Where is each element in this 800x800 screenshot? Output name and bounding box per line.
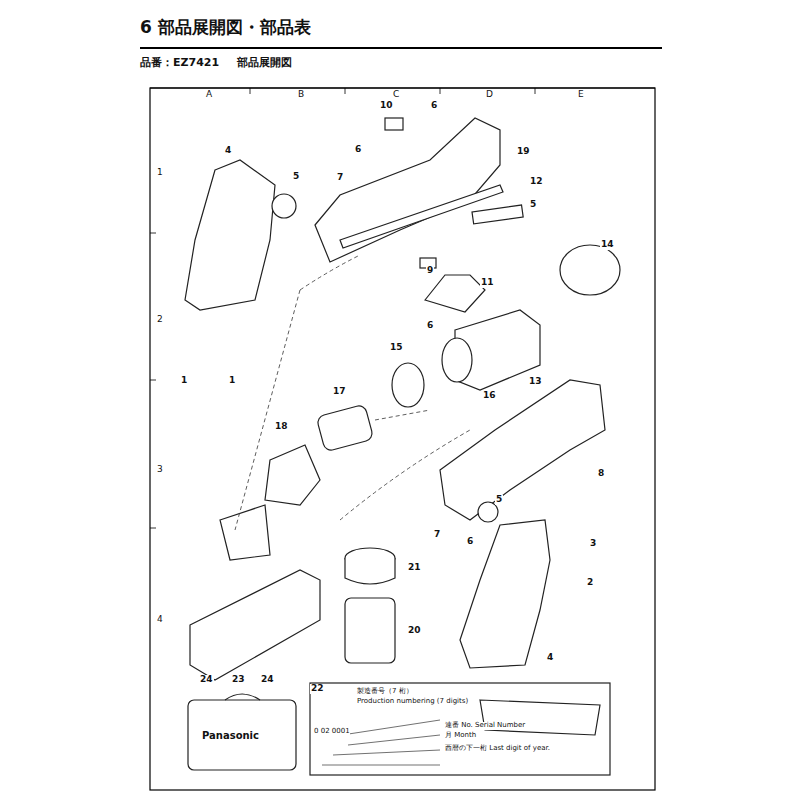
callout-number: 6 [466,537,474,547]
inset-text: 製造番号（7 桁） [357,688,413,696]
callout-number: 6 [430,101,438,111]
callout-number: 17 [332,387,347,397]
production-number-inset: 製造番号（7 桁） Production numbering (7 digits)… [312,685,608,773]
callout-number: 11 [480,278,495,288]
grid-number: 4 [156,615,164,625]
inset-text: 連番 No. Serial Number [445,722,525,730]
callout-number: 20 [407,626,422,636]
grid-letter: A [205,90,213,100]
callout-number: 7 [336,173,344,183]
callout-number: 1 [228,376,236,386]
part-number: 品番：EZ7421 [140,57,219,69]
callout-number: 19 [516,147,531,157]
callout-number: 7 [433,530,441,540]
grid-number: 1 [156,168,164,178]
callout-number: 6 [426,321,434,331]
callout-number: 9 [426,266,434,276]
callout-number: 2 [586,578,594,588]
callout-number: 5 [529,200,537,210]
callout-number: 24 [199,675,214,685]
grid-letter: E [577,90,585,100]
callout-number: 16 [482,391,497,401]
callout-number: 4 [224,146,232,156]
callout-number: 10 [379,101,394,111]
callout-number: 23 [231,675,246,685]
heading: 部品展開図 [237,57,292,69]
callout-number: 6 [354,145,362,155]
callout-number: 13 [528,377,543,387]
inset-text: 月 Month [445,732,476,740]
callout-number: 4 [546,653,554,663]
callout-number: 5 [292,172,300,182]
callout-number: 15 [389,343,404,353]
callout-number: 1 [180,376,188,386]
brand-name: Panasonic [200,730,261,741]
grid-number: 3 [156,465,164,475]
page-title: 6 部品展開図・部品表 [140,18,311,37]
grid-letter: D [485,90,494,100]
callout-number: 21 [407,563,422,573]
grid-number: 2 [156,315,164,325]
callout-number: 24 [260,675,275,685]
callout-number: 3 [589,539,597,549]
callout-number: 14 [600,240,615,250]
callout-number: 22 [310,684,325,694]
grid-letter: B [297,90,305,100]
inset-text: Production numbering (7 digits) [357,698,468,706]
callout-number: 12 [529,177,544,187]
inset-text: 0 02 0001 [314,728,350,736]
grid-letter: C [392,90,400,100]
callout-number: 5 [495,495,503,505]
inset-text: 西暦の下一桁 Last digit of year. [445,745,550,753]
callout-number: 18 [274,422,289,432]
callout-number: 8 [597,469,605,479]
